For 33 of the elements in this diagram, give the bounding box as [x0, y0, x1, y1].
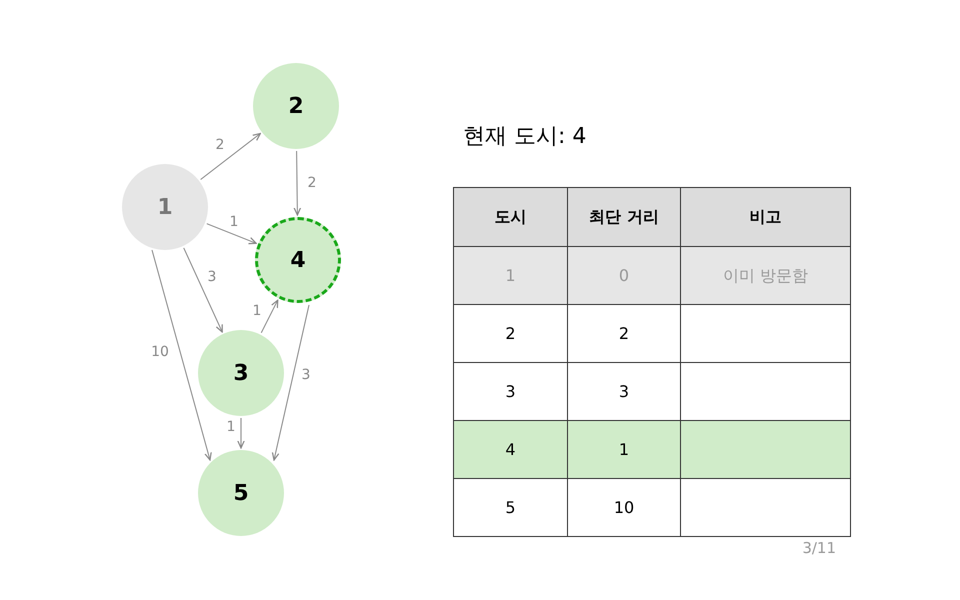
table-cell: 10 [567, 478, 680, 536]
arrow [294, 150, 302, 216]
table-cell: 1 [567, 420, 680, 478]
node-number: 2 [288, 92, 304, 120]
table-cell: 이미 방문함 [680, 246, 850, 304]
edge-label: 3 [300, 368, 312, 382]
node-number: 4 [290, 246, 306, 274]
arrow [200, 132, 261, 180]
arrow [206, 223, 257, 244]
arrow [152, 250, 212, 461]
arrow [272, 304, 310, 461]
node-number: 1 [157, 194, 173, 222]
edge-label: 10 [150, 345, 170, 359]
edge-label: 1 [226, 420, 236, 434]
edge-label: 1 [252, 304, 262, 318]
table-cell: 0 [567, 246, 680, 304]
table-cell: 2 [567, 304, 680, 362]
node-number: 5 [233, 480, 249, 508]
table-cell: 3 [567, 362, 680, 420]
node-number: 3 [233, 360, 249, 388]
arrow [237, 418, 245, 449]
header-cell: 비고 [680, 188, 850, 246]
table-cell: 1 [454, 246, 567, 304]
edge-label: 3 [206, 270, 218, 284]
header-cell: 최단 거리 [567, 188, 680, 246]
header-cell: 도시 [454, 188, 567, 246]
page-number: 3/11 [802, 541, 836, 556]
arrow [183, 247, 223, 333]
edge-label: 1 [228, 215, 240, 229]
edge-label: 2 [214, 138, 226, 152]
table-cell: 4 [454, 420, 567, 478]
edge-label: 2 [306, 176, 318, 190]
current-city-heading: 현재 도시: 4 [463, 126, 586, 148]
